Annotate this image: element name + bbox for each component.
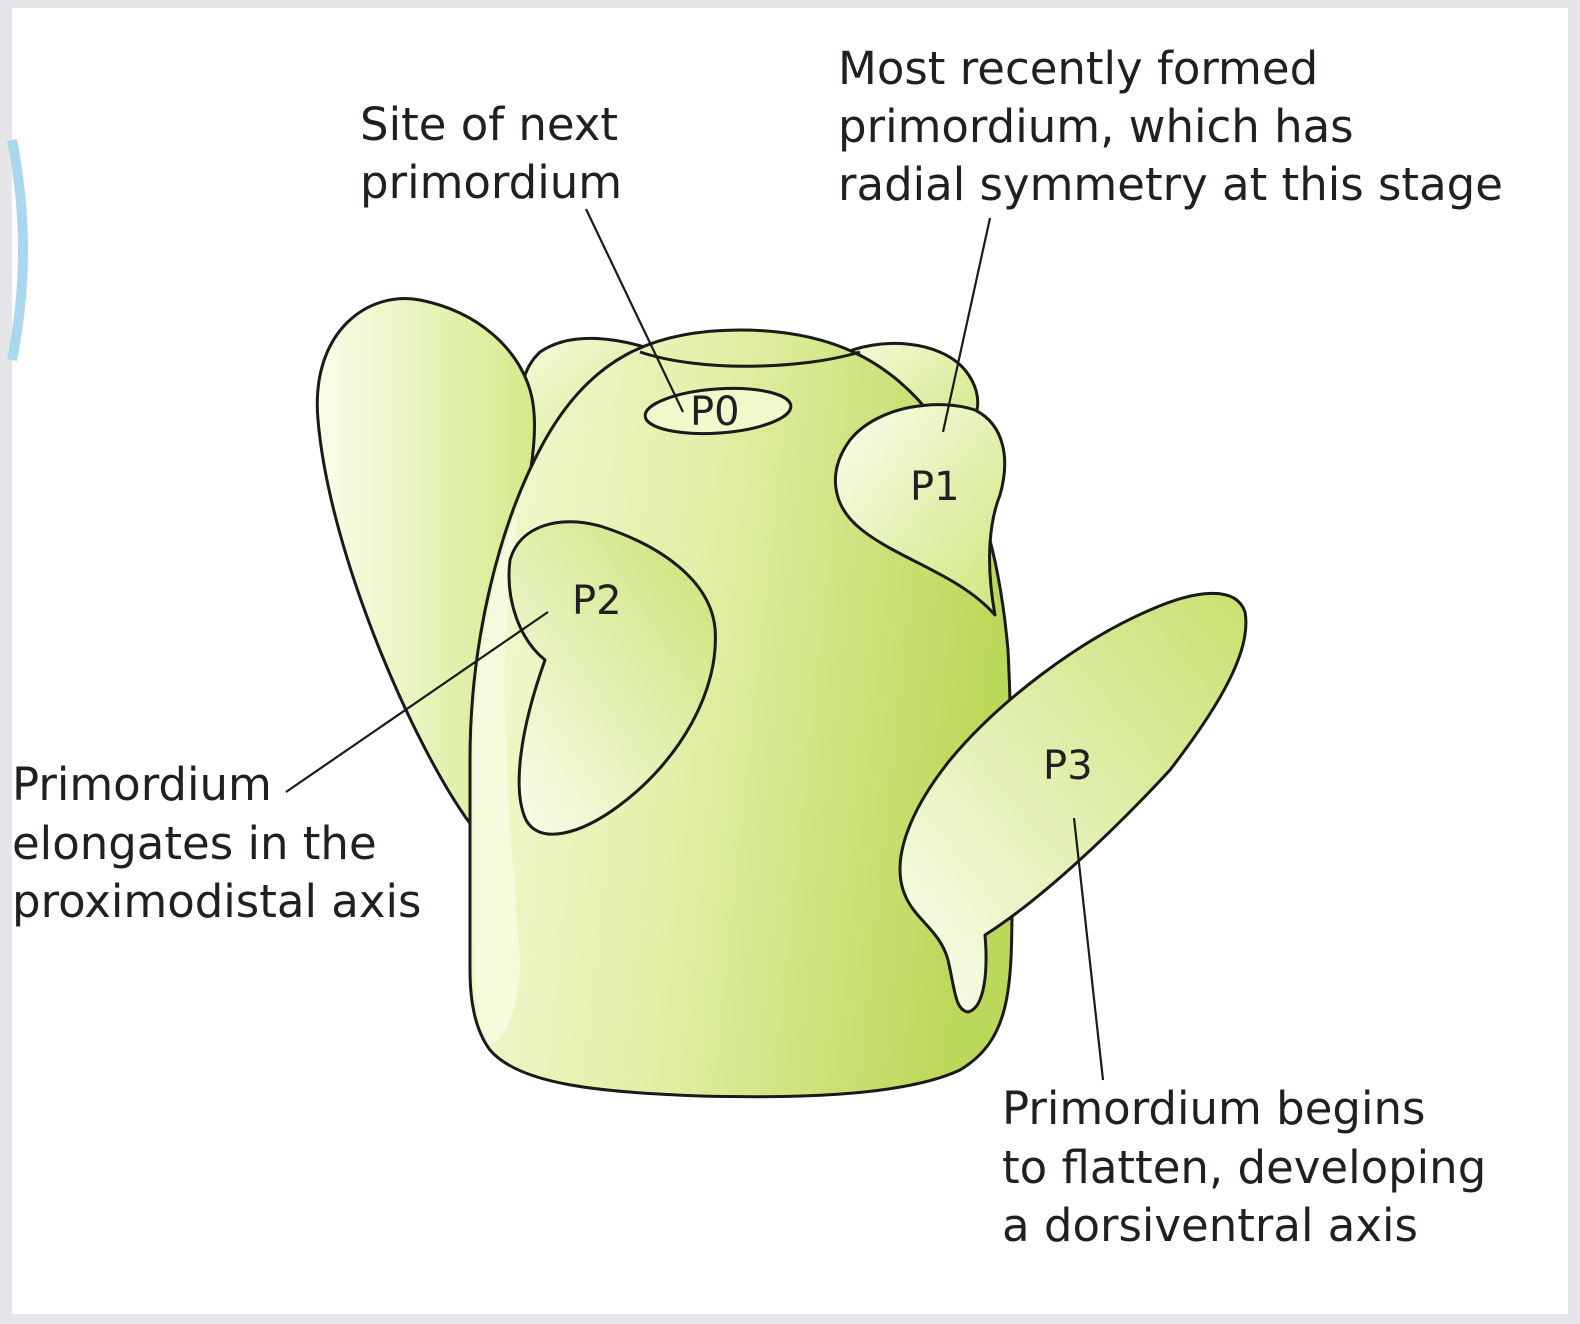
callout-flatten-line: Primordium begins — [1002, 1082, 1425, 1135]
side-arc — [12, 140, 23, 360]
callout-site-next-line: primordium — [360, 156, 622, 209]
callout-elongates: Primordium elongates in the proximodista… — [12, 758, 421, 928]
label-p1: P1 — [910, 464, 960, 510]
callout-most-recent: Most recently formed primordium, which h… — [838, 42, 1503, 211]
callout-flatten-line: a dorsiventral axis — [1002, 1199, 1418, 1252]
callout-most-recent-line: primordium, which has — [838, 100, 1354, 153]
label-p0: P0 — [690, 389, 740, 435]
callout-flatten-line: to flatten, developing — [1002, 1141, 1486, 1194]
callout-elongates-line: proximodistal axis — [12, 875, 421, 928]
label-p3: P3 — [1043, 743, 1093, 789]
callout-elongates-line: elongates in the — [12, 817, 377, 870]
callout-most-recent-line: radial symmetry at this stage — [838, 158, 1503, 211]
callout-elongates-line: Primordium — [12, 758, 272, 811]
callout-site-next: Site of next primordium — [360, 98, 632, 209]
leader-p3 — [1074, 818, 1103, 1080]
callout-flatten: Primordium begins to flatten, developing… — [1002, 1082, 1501, 1252]
label-p2: P2 — [572, 578, 622, 624]
callout-most-recent-line: Most recently formed — [838, 42, 1318, 95]
callout-site-next-line: Site of next — [360, 98, 618, 151]
